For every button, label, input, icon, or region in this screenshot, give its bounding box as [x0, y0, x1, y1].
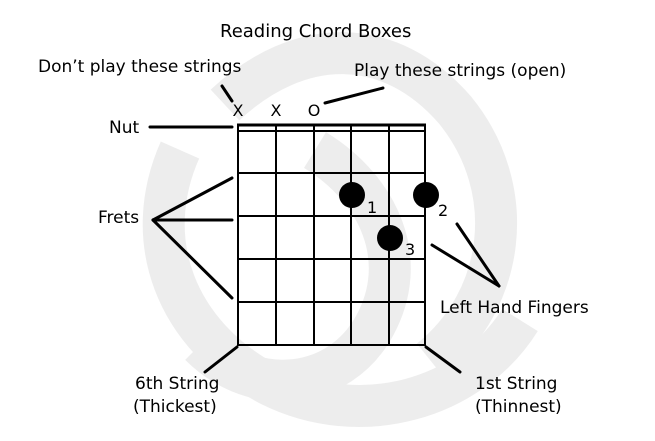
sixth-string-label-line2: (Thickest): [133, 397, 217, 417]
string-marker-6: X: [232, 101, 244, 120]
finger-number-2: 2: [438, 201, 449, 220]
diagram-title: Reading Chord Boxes: [220, 21, 412, 42]
frets-pointer-1: [151, 176, 234, 222]
sixth-string-pointer: [203, 345, 239, 374]
fingers-pointer-2: [430, 243, 501, 288]
first-string-label-line2: (Thinnest): [475, 397, 562, 417]
string-marker-5: X: [270, 101, 282, 120]
fretboard: [237, 123, 426, 346]
frets-pointer-3: [151, 218, 234, 300]
finger-dot-2: [413, 182, 439, 208]
finger-dot-3: [377, 225, 403, 251]
first-string-pointer: [424, 345, 462, 374]
string-marker-4: O: [307, 101, 321, 120]
first-string-label-line1: 1st String: [475, 374, 558, 394]
fingers-pointer-1: [455, 222, 501, 288]
sixth-string-label-line1: 6th String: [135, 374, 220, 394]
open-strings-label: Play these strings (open): [354, 61, 567, 81]
finger-dot-1: [339, 182, 365, 208]
nut-label: Nut: [109, 118, 140, 138]
pointer-lines: [148, 84, 501, 374]
frets-label: Frets: [98, 208, 140, 228]
watermark-logo: [142, 32, 538, 427]
muted-pointer: [220, 84, 234, 103]
muted-strings-label: Don’t play these strings: [38, 57, 242, 77]
finger-number-3: 3: [405, 240, 416, 259]
left-hand-fingers-label: Left Hand Fingers: [440, 298, 589, 318]
finger-number-1: 1: [367, 198, 378, 217]
open-pointer: [323, 86, 385, 105]
